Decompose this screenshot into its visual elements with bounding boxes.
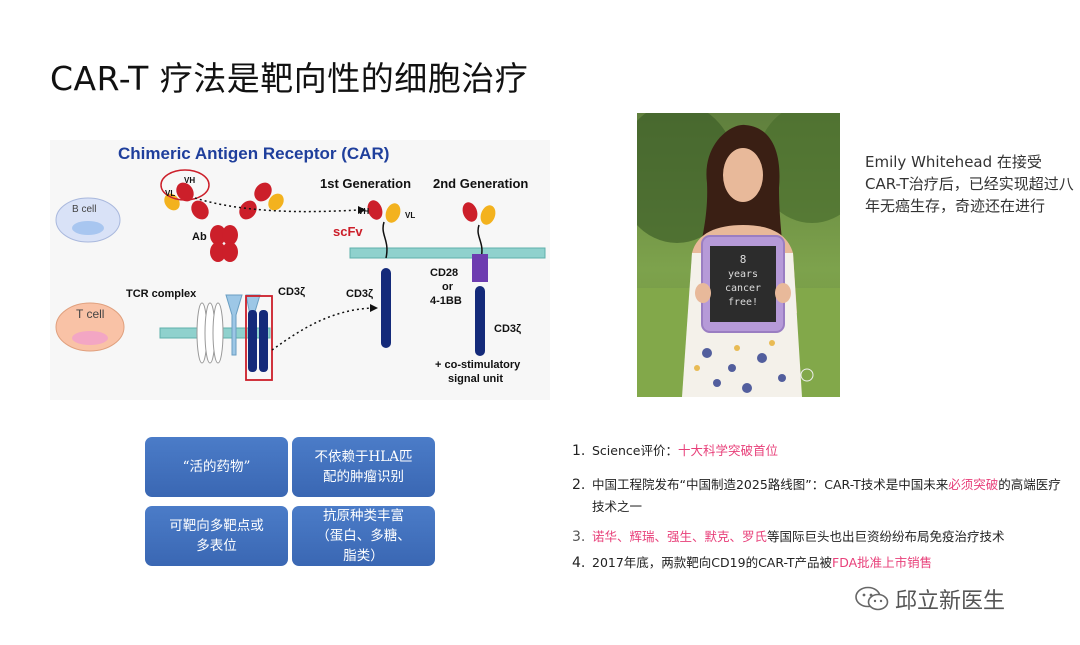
list-highlight: 诺华、辉瑞、强生、默克、罗氏 [592, 529, 768, 544]
list-item: 1. Science评价：十大科学突破首位 [572, 440, 1072, 462]
list-highlight: FDA批准上市销售 [832, 555, 933, 570]
gen2-label: 2nd Generation [433, 176, 528, 191]
car-diagram: Chimeric Antigen Receptor (CAR) B cell T… [50, 140, 550, 400]
tcr-complex-icon [196, 294, 273, 381]
gen1-label: 1st Generation [320, 176, 411, 191]
photo-caption: Emily Whitehead 在接受CAR-T治疗后，已经实现超过八年无癌生存… [865, 153, 1074, 215]
list-item: 4. 2017年底，两款靶向CD19的CAR-T产品被FDA批准上市销售 [572, 552, 1072, 574]
watermark-text: 邱立新医生 [895, 589, 1006, 614]
wechat-icon [855, 586, 889, 611]
vh-label-car: VH [358, 207, 369, 216]
list-item: 3. 诺华、辉瑞、强生、默克、罗氏等国际巨头也出巨资纷纷布局免疫治疗技术 [572, 526, 1072, 548]
feature-card-hla-independent: 不依赖于HLA匹 配的肿瘤识别 [292, 437, 435, 497]
t-cell-nucleus [72, 331, 108, 345]
arrow-head-car [370, 304, 378, 312]
or-label: or [442, 281, 454, 293]
car-gen2-icon [462, 202, 496, 356]
sign-line-2: years [728, 269, 758, 280]
4-1bb-label: 4-1BB [430, 295, 462, 307]
list-number: 3. [572, 529, 586, 545]
feature-cards: “活的药物” 不依赖于HLA匹 配的肿瘤识别 可靶向多靶点或 多表位 抗原种类丰… [145, 437, 437, 567]
arrow-ab-to-scfv [194, 197, 359, 213]
b-cell-shape [55, 197, 121, 243]
antibody-icon [160, 169, 284, 262]
sign-line-3: cancer [725, 283, 761, 294]
t-cell-label: T cell [76, 307, 104, 321]
patient-photo: 8 years cancer free! [637, 113, 840, 397]
arrow-head-scfv [358, 206, 366, 214]
car-gen1-icon [367, 200, 401, 348]
list-highlight: 十大科学突破首位 [677, 443, 778, 458]
feature-card-living-drug: “活的药物” [145, 437, 288, 497]
ab-label: Ab [192, 231, 207, 243]
membrane-car [349, 247, 546, 259]
list-text: 2017年底，两款靶向CD19的CAR-T产品被 [592, 555, 833, 570]
list-text-post: 的高端医疗技术之一 [592, 477, 1061, 514]
list-number: 4. [572, 555, 586, 571]
sign-line-1: 8 [740, 253, 747, 266]
list-item: 2. 中国工程院发布“中国制造2025路线图”：CAR-T技术是中国未来必须突破的… [572, 474, 1072, 518]
cd3z-label-gen2: CD3ζ [494, 323, 521, 335]
cd3z-label-tcr: CD3ζ [278, 286, 305, 298]
b-cell-label: B cell [72, 204, 96, 215]
list-text: Science评价： [592, 443, 678, 458]
watermark: 邱立新医生 [855, 583, 1005, 615]
costim-label-1: + co-stimulatory [435, 359, 521, 371]
list-text-post: 等国际巨头也出巨资纷纷布局免疫治疗技术 [767, 529, 1005, 544]
list-text: 中国工程院发布“中国制造2025路线图”：CAR-T技术是中国未来 [592, 477, 949, 492]
list-number: 2. [572, 477, 586, 493]
foundation-logo-icon [800, 368, 814, 382]
list-number: 1. [572, 443, 586, 459]
scfv-label: scFv [333, 224, 363, 239]
cd28-label: CD28 [430, 267, 458, 279]
vl-label: VL [165, 189, 175, 198]
arrow-tcr-to-car [271, 307, 373, 351]
sign-line-4: free! [728, 297, 758, 308]
list-highlight: 必须突破 [948, 477, 999, 492]
feature-card-antigen-types: 抗原种类丰富 （蛋白、多糖、 脂类） [292, 506, 435, 566]
costim-label-2: signal unit [448, 373, 503, 385]
cd3z-label-gen1: CD3ζ [346, 288, 373, 300]
feature-card-multi-target: 可靶向多靶点或 多表位 [145, 506, 288, 566]
page-title: CAR-T 疗法是靶向性的细胞治疗 [50, 59, 529, 98]
vl-label-car: VL [405, 211, 415, 220]
diagram-title: Chimeric Antigen Receptor (CAR) [118, 144, 389, 163]
vh-label: VH [184, 176, 195, 185]
tcr-complex-label: TCR complex [126, 288, 197, 300]
b-cell-nucleus [72, 221, 104, 235]
